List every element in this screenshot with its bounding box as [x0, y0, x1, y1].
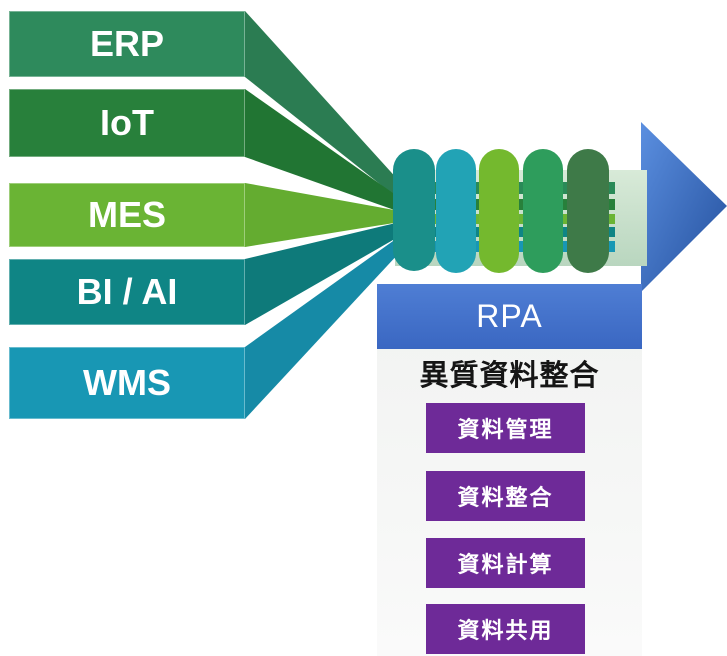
rpa-box: RPA	[377, 284, 642, 349]
cable-coil	[567, 149, 609, 273]
source-box-iot: IoT	[9, 89, 245, 157]
source-label: IoT	[100, 102, 154, 143]
function-box-data-integration: 資料整合	[426, 471, 585, 521]
flow-arrow	[641, 122, 727, 292]
source-box-erp: ERP	[9, 11, 245, 77]
function-label: 資料管理	[457, 418, 554, 443]
funnel-stripe-erp	[245, 11, 400, 200]
rpa-label: RPA	[476, 298, 543, 334]
cable-coil	[523, 149, 563, 273]
cable-coil	[436, 149, 476, 273]
function-box-data-management: 資料管理	[426, 403, 585, 453]
source-box-wms: WMS	[9, 347, 245, 419]
function-box-data-sharing: 資料共用	[426, 604, 585, 654]
source-box-mes: MES	[9, 183, 245, 247]
function-label: 資料共用	[457, 619, 554, 644]
funnel-stripe-mes	[245, 183, 400, 247]
source-label: ERP	[89, 23, 165, 64]
cable-coil	[393, 149, 435, 271]
funnel-stripe-iot	[245, 89, 400, 212]
function-box-data-computation: 資料計算	[426, 538, 585, 588]
function-label: 資料整合	[457, 486, 554, 511]
integration-title: 異質資料整合	[419, 358, 600, 392]
funnel-stripe-wms	[245, 236, 400, 419]
source-box-bi-ai: BI / AI	[9, 259, 245, 325]
funnel-stripe-biai	[245, 222, 400, 325]
function-label: 資料計算	[457, 553, 554, 578]
source-label: MES	[87, 194, 166, 235]
source-label: WMS	[83, 362, 171, 403]
cable-coil	[479, 149, 519, 273]
source-label: BI / AI	[76, 271, 178, 312]
